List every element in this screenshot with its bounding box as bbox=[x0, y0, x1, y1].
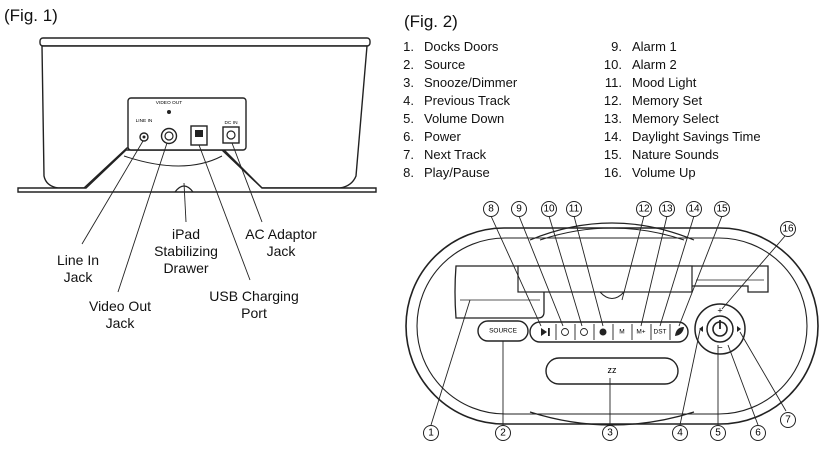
callout-15: 15 bbox=[716, 204, 728, 215]
video-out-port-text: VIDEO OUT bbox=[156, 100, 182, 106]
callout-4: 4 bbox=[677, 428, 683, 439]
callout-3: 3 bbox=[607, 428, 613, 439]
line-in-port-text: LINE IN bbox=[136, 118, 153, 124]
snooze-mark-text: zz bbox=[608, 365, 618, 375]
legend-item: 8.Play/Pause bbox=[403, 165, 490, 180]
callout-5: 5 bbox=[715, 428, 721, 439]
legend-item: 13.Memory Select bbox=[603, 111, 719, 126]
legend-item: 14.Daylight Savings Time bbox=[603, 129, 761, 144]
callout-2: 2 bbox=[500, 428, 506, 439]
source-button-text: SOURCE bbox=[489, 328, 517, 335]
legend-item: 4.Previous Track bbox=[403, 93, 510, 108]
fig1-title: (Fig. 1) bbox=[4, 6, 58, 25]
callout-14: 14 bbox=[688, 204, 700, 215]
legend-item: 16.Volume Up bbox=[603, 165, 696, 180]
legend-column-1: 1.Docks Doors 2.Source 3.Snooze/Dimmer 4… bbox=[392, 38, 517, 182]
legend-item: 5.Volume Down bbox=[403, 111, 505, 126]
legend-item: 2.Source bbox=[403, 57, 466, 72]
legend-item: 12.Memory Set bbox=[603, 93, 703, 108]
vol-down-mark: − bbox=[717, 342, 722, 352]
legend-column-2: 9.Alarm 1 10.Alarm 2 11.Mood Light 12.Me… bbox=[600, 38, 761, 182]
legend-item: 9.Alarm 1 bbox=[611, 39, 677, 54]
dst-button-text: DST bbox=[654, 329, 667, 336]
callout-9: 9 bbox=[516, 204, 522, 215]
callout-11: 11 bbox=[569, 204, 580, 215]
callout-8: 8 bbox=[488, 204, 494, 215]
legend-item: 11.Mood Light bbox=[604, 75, 697, 90]
legend-item: 1.Docks Doors bbox=[403, 39, 499, 54]
legend-item: 6.Power bbox=[403, 129, 461, 144]
m-button-text: M bbox=[619, 329, 624, 336]
callout-1: 1 bbox=[428, 428, 434, 439]
legend-item: 15.Nature Sounds bbox=[603, 147, 719, 162]
callout-12: 12 bbox=[638, 204, 650, 215]
callout-7: 7 bbox=[785, 415, 791, 426]
callout-10: 10 bbox=[543, 204, 555, 215]
legend-item: 7.Next Track bbox=[403, 147, 487, 162]
legend-item: 3.Snooze/Dimmer bbox=[403, 75, 518, 90]
mplus-button-text: M+ bbox=[636, 329, 645, 336]
fig2-title: (Fig. 2) bbox=[404, 12, 458, 31]
legend-item: 10.Alarm 2 bbox=[603, 57, 677, 72]
callout-6: 6 bbox=[755, 428, 761, 439]
vol-up-mark: + bbox=[717, 305, 722, 315]
callout-13: 13 bbox=[661, 204, 673, 215]
callout-16: 16 bbox=[782, 224, 794, 235]
dc-in-port-text: DC IN bbox=[224, 120, 238, 126]
